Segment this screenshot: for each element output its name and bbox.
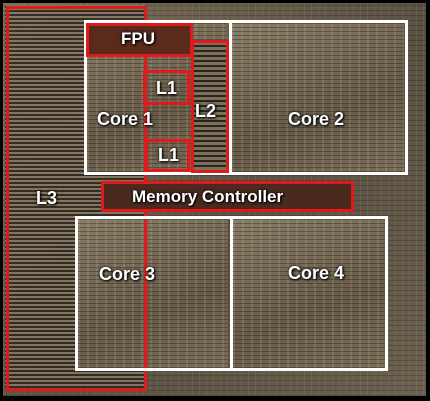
core2-texture [232,22,404,172]
core4-texture [233,218,385,368]
memory-controller-label: Memory Controller [132,187,284,206]
core4-outline [230,216,388,371]
core2-outline [229,20,408,175]
core1-label: Core 1 [97,109,154,129]
l2-texture [193,42,227,172]
fpu-label: FPU [121,29,155,48]
core3-outline [75,216,233,371]
core3-label: Core 3 [99,264,156,284]
l1-top-outline [143,70,190,105]
memory-controller-outline [101,181,354,212]
l1-bottom-label: L1 [158,145,180,165]
l2-outline [191,40,229,173]
l1-top-label: L1 [156,78,178,98]
l2-label: L2 [195,101,217,121]
core3-texture [78,218,228,368]
core2-label: Core 2 [288,109,345,129]
core4-label: Core 4 [288,263,345,283]
l1-bottom-outline [145,139,190,172]
l3-label: L3 [36,188,58,208]
